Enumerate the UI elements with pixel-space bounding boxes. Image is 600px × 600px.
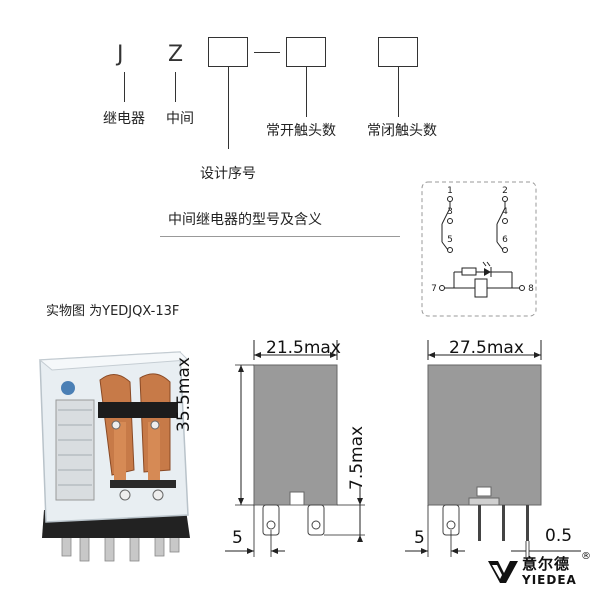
led-indicator [61, 381, 75, 395]
caption-underline [160, 236, 400, 237]
brand-mark-icon [488, 561, 518, 583]
leader-line-no-contacts [306, 67, 307, 117]
side-width-label: 27.5max [449, 338, 524, 358]
side-offset-label: 5 [414, 528, 425, 548]
pin-2-terminal [502, 196, 508, 202]
pin-7-terminal [439, 285, 445, 291]
pin-6-terminal [502, 247, 508, 253]
pin-thickness-label: 0.5 [545, 526, 573, 546]
code-letter-z: Z [168, 42, 184, 67]
pin-8-terminal [519, 285, 525, 291]
front-notch [289, 491, 305, 506]
brand-name-cn: 意尔德 [522, 555, 571, 573]
coil-symbol [474, 278, 488, 298]
resistor-symbol [461, 267, 477, 276]
leader-line-nc-contacts [398, 67, 399, 117]
pin-4-terminal [502, 218, 508, 224]
leader-line-z [175, 72, 176, 102]
front-body [253, 364, 338, 506]
model-caption: 中间继电器的型号及含义 [168, 212, 322, 228]
front-pin-right [307, 504, 325, 536]
side-latch [476, 486, 492, 497]
label-design-serial: 设计序号 [200, 166, 256, 182]
brand-registered-mark: ® [581, 551, 591, 562]
side-body [427, 364, 542, 506]
pin-3-terminal [447, 218, 453, 224]
side-view-drawing [405, 340, 581, 557]
contact-arm-2 [496, 207, 506, 225]
pin-label-5: 5 [447, 235, 453, 245]
pin-label-2: 2 [502, 186, 508, 196]
code-letter-j: J [117, 42, 124, 67]
side-pin-right [526, 505, 529, 541]
pin-5-terminal [447, 247, 453, 253]
relay-product-photo [38, 351, 190, 562]
leader-line-design-serial [228, 67, 229, 149]
label-relay: 继电器 [103, 111, 145, 127]
contact-arm-1 [441, 207, 451, 225]
schematic-border [421, 181, 537, 317]
label-no-contacts: 常开触头数 [266, 123, 336, 139]
pin-label-1: 1 [447, 186, 453, 196]
pin-label-3: 3 [447, 207, 453, 217]
front-view-drawing [225, 340, 365, 557]
brand-logo: 意尔德 ® YIEDEA [486, 551, 596, 593]
label-nc-contacts: 常闭触头数 [367, 123, 437, 139]
label-intermediate: 中间 [166, 111, 194, 127]
led-diode-symbol [484, 268, 491, 276]
armature-bar [98, 402, 178, 418]
design-serial-box [208, 37, 248, 67]
pin-label-7: 7 [431, 284, 437, 294]
front-offset-label: 5 [232, 528, 243, 548]
front-height-label: 35.5max [174, 357, 194, 432]
nc-contacts-box [378, 37, 418, 67]
leader-line-j [124, 72, 125, 102]
no-contacts-box [286, 37, 326, 67]
pin-length-label: 7.5max [347, 425, 367, 490]
pin-label-6: 6 [502, 235, 508, 245]
pin-label-8: 8 [528, 284, 534, 294]
front-width-label: 21.5max [266, 338, 341, 358]
brand-name-en: YIEDEA [522, 573, 577, 587]
pin-1-terminal [447, 196, 453, 202]
pin-label-4: 4 [502, 207, 508, 217]
photo-caption: 实物图 为YEDJQX-13F [46, 304, 180, 319]
separator-dash [254, 52, 280, 53]
relay-schematic: 1 3 5 2 4 6 7 8 [421, 181, 537, 317]
